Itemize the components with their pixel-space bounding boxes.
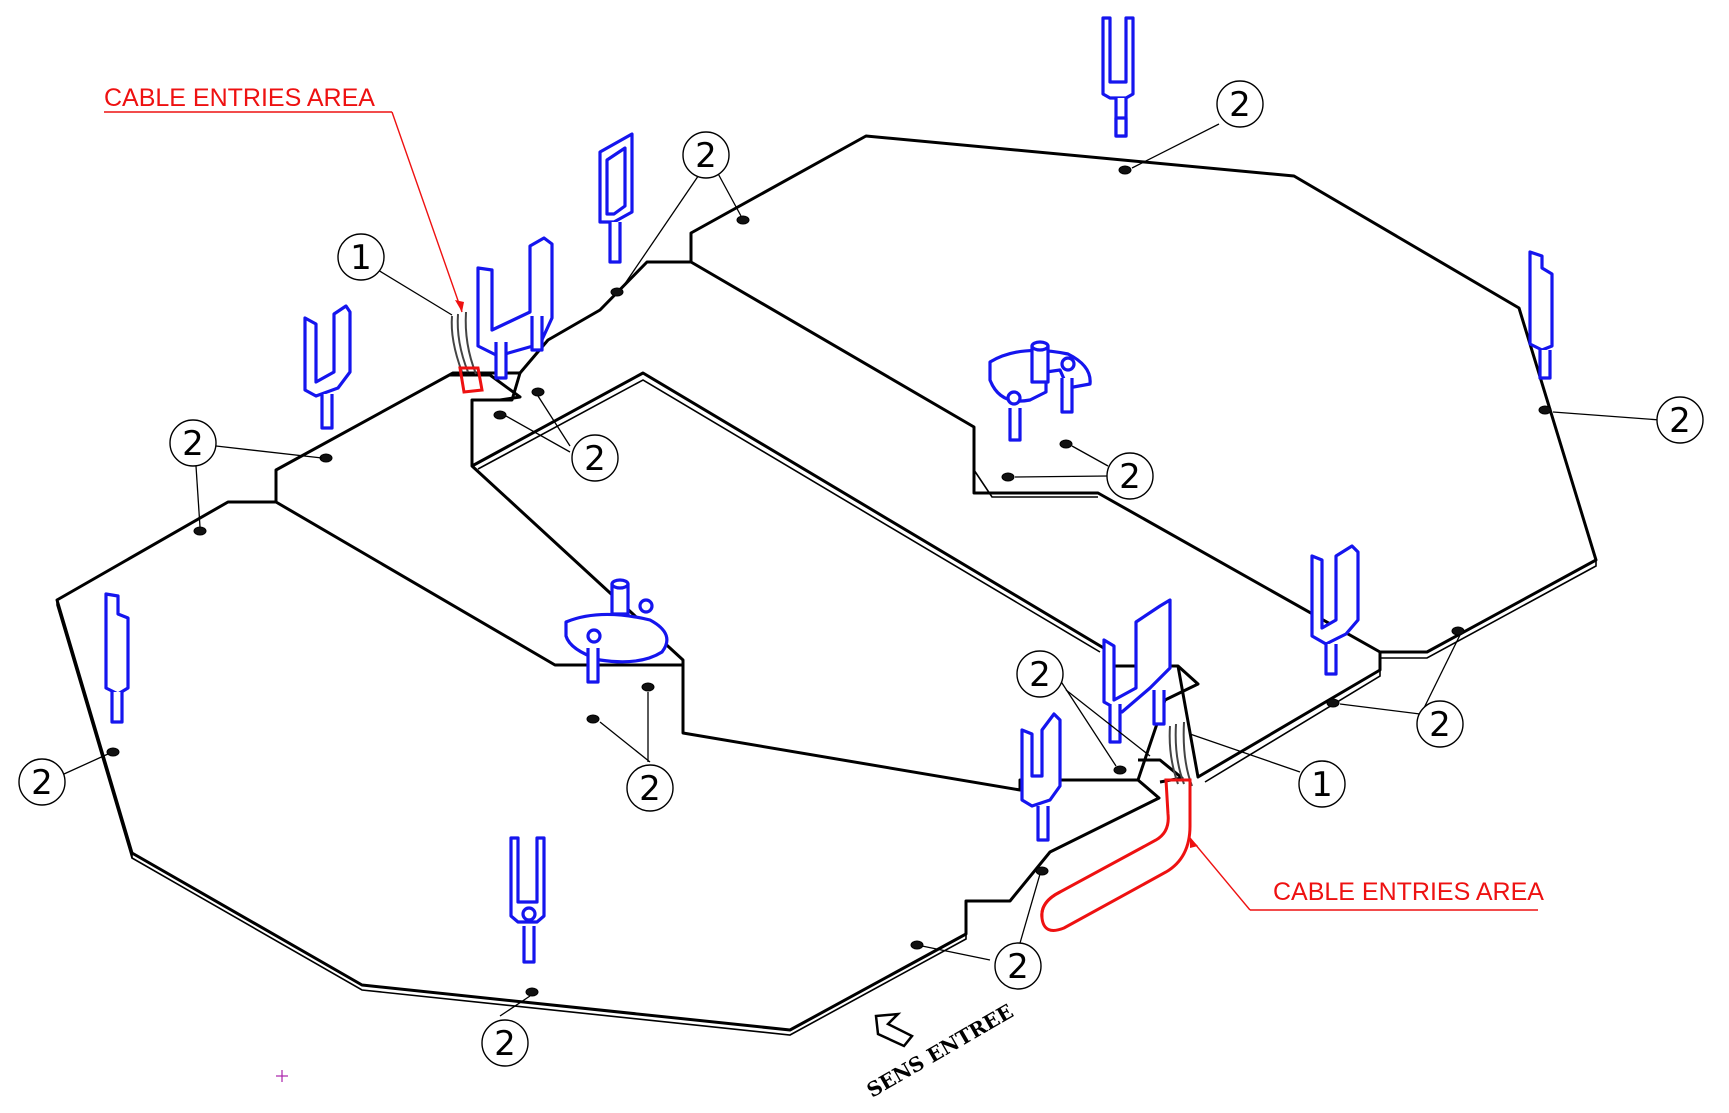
balloon-item-2: 2: [1216, 80, 1264, 128]
cable-entries-callout-top: CABLE ENTRIES AREA: [104, 84, 464, 313]
balloon-item-2: 2: [1016, 650, 1064, 698]
svg-text:2: 2: [1229, 85, 1251, 125]
svg-text:2: 2: [1029, 655, 1051, 695]
u-bracket-icon: [1020, 712, 1062, 842]
svg-text:2: 2: [182, 424, 204, 464]
balloon-item-1: 1: [1298, 760, 1346, 808]
front-plate: [55, 371, 1161, 1036]
balloon-item-2: 2: [682, 131, 730, 179]
cable-bundle-right: [1040, 721, 1193, 932]
svg-text:2: 2: [1007, 947, 1029, 987]
svg-text:2: 2: [639, 769, 661, 809]
svg-text:1: 1: [1311, 765, 1333, 805]
svg-text:2: 2: [31, 763, 53, 803]
center-slot: [471, 371, 1200, 781]
svg-text:2: 2: [494, 1024, 516, 1064]
balloon-item-2: 2: [1656, 396, 1704, 444]
notch-left: [450, 373, 522, 402]
origin-marker: [276, 1070, 288, 1082]
u-bracket-icon: [476, 236, 554, 380]
balloon-item-2: 2: [18, 758, 66, 806]
balloon-item-2: 2: [994, 942, 1042, 990]
balloon-item-2: 2: [626, 764, 674, 812]
pedestal-part-rear: [988, 340, 1092, 442]
u-bracket-icon: [509, 836, 546, 964]
balloon-item-1: 1: [337, 233, 385, 281]
balloon-item-2: 2: [1416, 700, 1464, 748]
svg-text:CABLE ENTRIES AREA: CABLE ENTRIES AREA: [1273, 878, 1544, 906]
balloon-item-2: 2: [169, 419, 217, 467]
svg-text:2: 2: [695, 136, 717, 176]
u-bracket-icon: [303, 304, 352, 430]
svg-text:2: 2: [584, 439, 606, 479]
leader-lines: [63, 123, 1661, 1017]
svg-text:2: 2: [1119, 457, 1141, 497]
pedestal-part-front: [564, 578, 669, 684]
u-bracket-icon: [598, 132, 634, 264]
svg-text:CABLE ENTRIES AREA: CABLE ENTRIES AREA: [104, 84, 375, 112]
svg-text:1: 1: [350, 238, 372, 278]
svg-text:2: 2: [1669, 401, 1691, 441]
cable-entries-callout-bottom: CABLE ENTRIES AREA: [1189, 837, 1544, 911]
direction-arrow-icon: [874, 1012, 914, 1048]
balloon-item-2: 2: [481, 1019, 529, 1067]
u-bracket-icon: [1310, 544, 1360, 676]
u-bracket-icon: [104, 592, 130, 724]
balloon-item-2: 2: [571, 434, 619, 482]
u-bracket-icon: [1101, 16, 1135, 138]
rear-plate: [275, 134, 1598, 783]
fixing-holes: [106, 165, 1552, 997]
balloon-item-2: 2: [1106, 452, 1154, 500]
u-bracket-icon: [1102, 598, 1172, 744]
svg-text:2: 2: [1429, 705, 1451, 745]
u-bracket-icon: [1528, 250, 1554, 380]
cable-bundle-left: [450, 311, 484, 394]
